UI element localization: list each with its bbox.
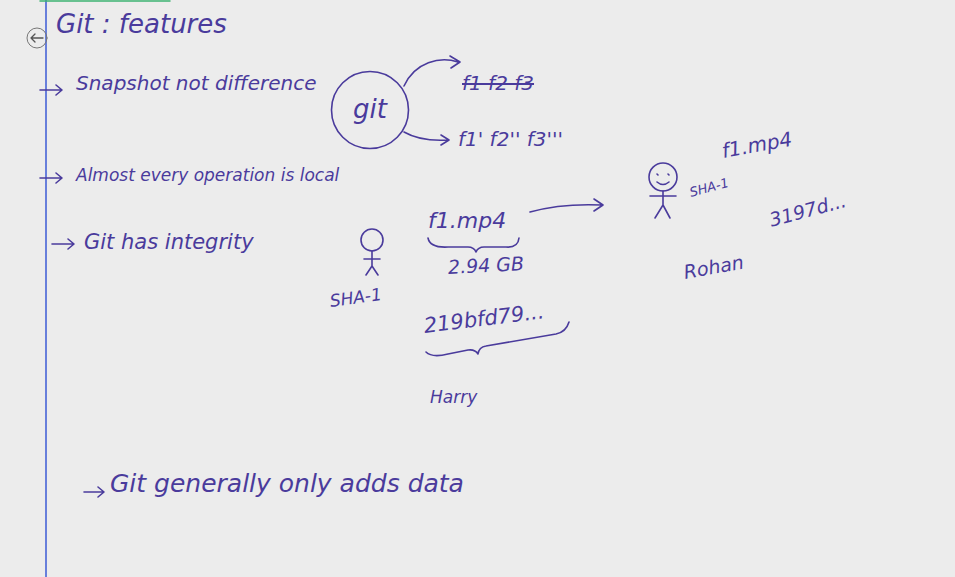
- bullet-text: Git has integrity: [84, 230, 254, 254]
- bullet-text: Almost every operation is local: [76, 166, 339, 186]
- file-list: f1 f2 f3: [462, 72, 534, 95]
- bullet-text: Snapshot not difference: [76, 72, 316, 95]
- git-circle: git: [330, 70, 410, 150]
- margin-line: [45, 0, 47, 577]
- file-name: f1.mp4: [428, 208, 506, 233]
- bullet-text: Git generally only adds data: [110, 470, 464, 499]
- top-mark: [40, 0, 170, 2]
- hash-value: 3197d...: [767, 190, 849, 231]
- bullet-arrow: [84, 487, 104, 497]
- output-arrow: [404, 132, 449, 145]
- bullet-arrow: [40, 173, 62, 183]
- file-list: f1' f2'' f3''': [458, 128, 563, 151]
- brace: [428, 238, 519, 252]
- hash-name: SHA-1: [688, 176, 730, 201]
- stick-figure: [361, 229, 383, 275]
- bullet-arrow: [40, 85, 62, 95]
- hash-name: SHA-1: [329, 285, 383, 312]
- node-text: git: [353, 95, 387, 125]
- title: Git : features: [56, 10, 227, 40]
- circle-outline: [332, 72, 409, 149]
- file-name: f1.mp4: [720, 128, 794, 163]
- transfer-arrow: [530, 199, 603, 212]
- file-size: 2.94 GB: [447, 253, 524, 279]
- hash-value: 219bfd79...: [423, 299, 546, 338]
- back-icon: [27, 28, 47, 48]
- output-arrow: [404, 56, 460, 86]
- stick-figure: [649, 163, 677, 218]
- person-name: Rohan: [682, 252, 745, 284]
- person-name: Harry: [430, 388, 477, 408]
- bullet-arrow: [52, 239, 74, 249]
